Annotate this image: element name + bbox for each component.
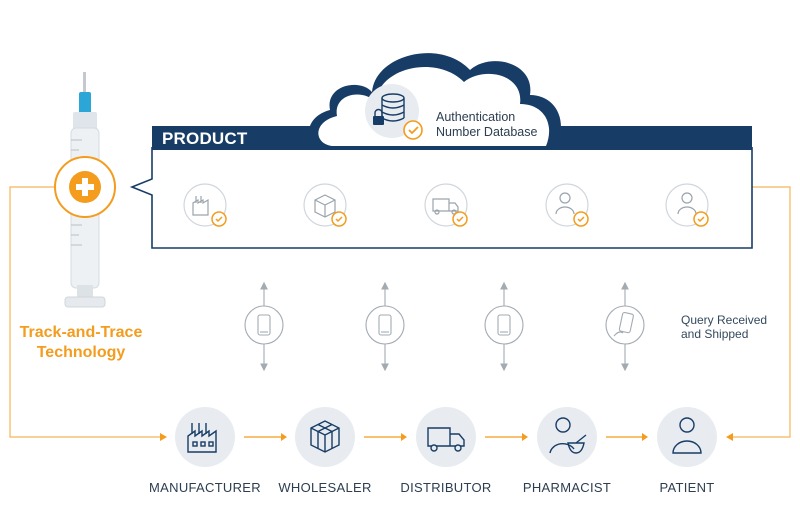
database-label-line2: Number Database — [436, 125, 538, 139]
truck-icon — [427, 427, 465, 452]
product-check-icons — [211, 211, 709, 227]
query-label: Query Received and Shipped — [681, 313, 767, 341]
factory-icon — [187, 423, 217, 453]
scan-connector-manufacturer — [244, 281, 284, 372]
stage-label-distributor: DISTRIBUTOR — [400, 480, 492, 495]
database-label-line1: Authentication — [436, 110, 516, 124]
query-label-line1: Query Received — [681, 313, 768, 327]
stage-label-pharmacist: PHARMACIST — [522, 480, 612, 495]
scan-connector-distributor — [484, 281, 524, 372]
arrow-into-manufacturer — [160, 433, 167, 441]
cubes-icon — [310, 420, 340, 453]
product-title: PRODUCT — [162, 129, 248, 148]
patient-icon — [672, 417, 702, 454]
technology-label-line1: Track-and-Trace — [19, 324, 143, 341]
database-label: Authentication Number Database — [436, 110, 537, 140]
stage-label-patient: PATIENT — [659, 480, 715, 495]
stage-arrows — [244, 433, 648, 441]
technology-label-line2: Technology — [36, 344, 126, 361]
scan-connector-wholesaler — [365, 281, 405, 372]
plus-icon — [76, 178, 94, 196]
stage-label-manufacturer: MANUFACTURER — [149, 480, 261, 495]
query-label-line2: and Shipped — [681, 327, 749, 341]
arrow-into-patient — [726, 433, 733, 441]
pharmacist-icon — [549, 417, 587, 454]
cloud-check-icon — [403, 120, 423, 140]
stage-label-wholesaler: WHOLESALER — [278, 480, 372, 495]
lock-icon — [373, 108, 384, 125]
flow-lines — [9, 186, 791, 438]
technology-label: Track-and-Trace Technology — [6, 323, 156, 363]
scan-connectors — [244, 281, 645, 372]
secure-database-label: Fully Encrypted Secure Database — [371, 152, 539, 164]
scan-connector-pharmacist — [605, 281, 645, 372]
